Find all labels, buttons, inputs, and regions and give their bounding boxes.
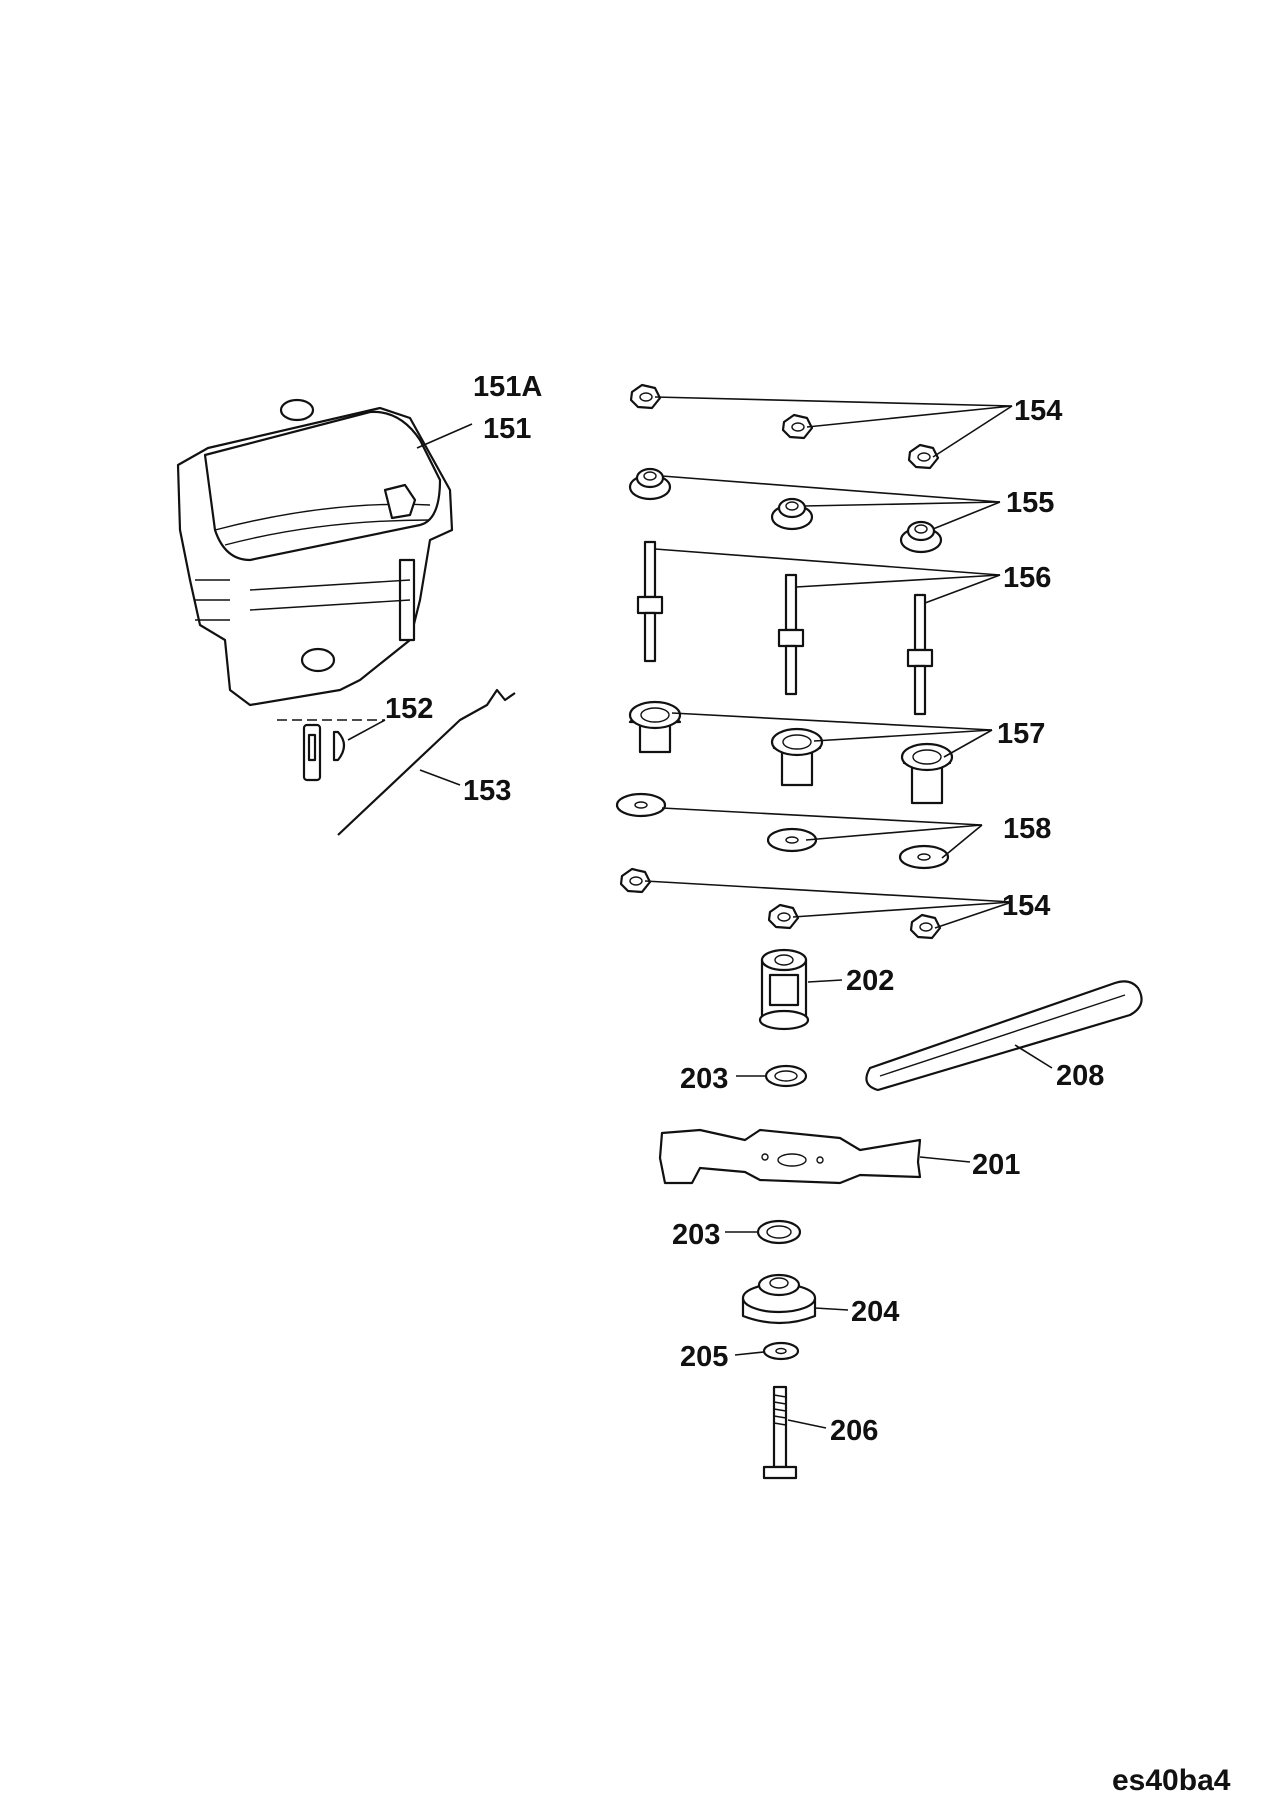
label-152: 152 xyxy=(385,693,433,725)
bushings-157 xyxy=(628,700,954,805)
shaft-key-part xyxy=(277,719,385,782)
label-153: 153 xyxy=(463,775,511,807)
washers-158 xyxy=(615,792,950,870)
hub-204 xyxy=(741,1273,817,1325)
nuts-154-bottom xyxy=(619,867,942,940)
blade-201 xyxy=(658,1128,922,1185)
label-204: 204 xyxy=(851,1296,899,1328)
washer-205 xyxy=(762,1341,800,1361)
bolt-206 xyxy=(762,1385,798,1480)
label-156: 156 xyxy=(1003,562,1051,594)
washer-203-lower xyxy=(756,1219,802,1245)
label-154-top: 154 xyxy=(1014,395,1062,427)
label-158: 158 xyxy=(1003,813,1051,845)
label-203-lower: 203 xyxy=(672,1219,720,1251)
nuts-154-top xyxy=(629,383,940,470)
studs-156 xyxy=(636,540,934,716)
leader-lines xyxy=(347,396,1053,1429)
pulley-202 xyxy=(758,948,810,1031)
label-208: 208 xyxy=(1056,1060,1104,1092)
label-151a: 151A xyxy=(473,371,542,403)
engine-part xyxy=(176,398,454,707)
drawing-code: es40ba4 xyxy=(1112,1764,1231,1797)
label-157: 157 xyxy=(997,718,1045,750)
wire-part xyxy=(337,688,516,836)
belt-208 xyxy=(865,980,1143,1092)
label-201: 201 xyxy=(972,1149,1020,1181)
label-151: 151 xyxy=(483,413,531,445)
spacers-155 xyxy=(628,467,943,554)
label-203-upper: 203 xyxy=(680,1063,728,1095)
label-202: 202 xyxy=(846,965,894,997)
label-205: 205 xyxy=(680,1341,728,1373)
label-206: 206 xyxy=(830,1415,878,1447)
washer-203-upper xyxy=(764,1064,808,1088)
label-155: 155 xyxy=(1006,487,1054,519)
label-154-bottom: 154 xyxy=(1002,890,1050,922)
